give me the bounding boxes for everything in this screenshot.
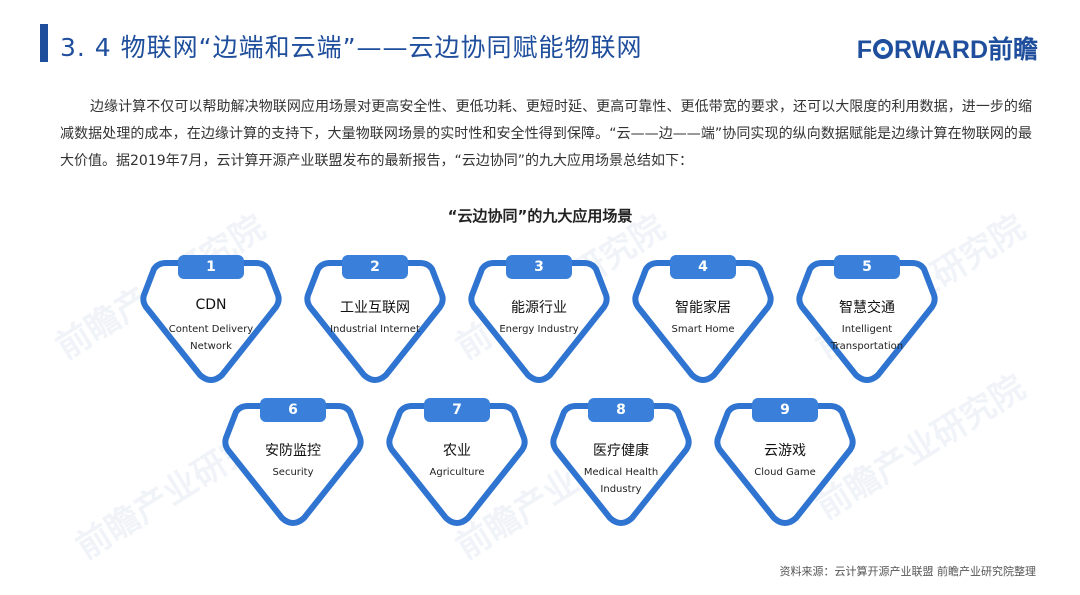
scenario-number: 8 [616,402,626,418]
scenario-name-en: Industrial Internet [330,324,420,335]
scenario-number: 2 [370,259,380,275]
scenario-name-en: Energy Industry [499,324,579,335]
scenario-name-cn: 智慧交通 [839,300,895,316]
scenario-number: 4 [698,259,708,275]
scenario-name-cn: 农业 [443,443,471,459]
scenario-number: 3 [534,259,544,275]
scenario-name-en: Intelligent Transportation [830,324,904,352]
scenario-card: 9 云游戏 Cloud Game [712,398,858,526]
scenario-number: 1 [206,259,216,275]
card-number-tab [506,255,572,279]
card-shape [468,255,610,383]
scenario-name-en: Cloud Game [754,467,816,478]
scenario-name-en: Smart Home [671,324,735,335]
card-number-tab [342,255,408,279]
card-border [304,260,446,383]
card-number-tab [670,255,736,279]
title-accent-bar [40,24,48,62]
logo-suffix: RWARD前瞻 [894,36,1038,64]
card-border [796,260,938,383]
card-border [140,260,282,383]
scenario-card: 6 安防监控 Security [220,398,366,526]
card-border [386,403,528,526]
scenario-name-cn: CDN [195,297,227,313]
card-number-tab [424,398,490,422]
scenario-name-cn: 医疗健康 [593,443,649,459]
logo-prefix: F [856,36,873,64]
scenario-name-en: Agriculture [429,467,485,478]
card-shape [714,398,856,526]
scenario-card: 4 智能家居 Smart Home [630,255,776,383]
card-shape [222,398,364,526]
intro-paragraph: 边缘计算不仅可以帮助解决物联网应用场景对更高安全性、更低功耗、更短时延、更高可靠… [60,99,1032,169]
scenario-card: 5 智慧交通 Intelligent Transportation [794,255,940,383]
card-number-tab [834,255,900,279]
scenario-name-cn: 云游戏 [764,443,806,459]
scenario-number: 6 [288,402,298,418]
card-number-tab [178,255,244,279]
card-border [550,403,692,526]
card-shape [796,255,938,383]
scenario-card: 2 工业互联网 Industrial Internet [302,255,448,383]
card-border [632,260,774,383]
card-border [222,403,364,526]
scenario-name-en: Medical Health Industry [583,467,659,495]
card-number-tab [752,398,818,422]
card-number-tab [260,398,326,422]
scenario-number: 7 [452,402,462,418]
scenario-name-cn: 工业互联网 [340,300,410,316]
card-shape [140,255,282,383]
card-border [714,403,856,526]
scenario-name-cn: 智能家居 [675,300,731,316]
scenario-number: 5 [862,259,872,275]
card-shape [550,398,692,526]
card-border [468,260,610,383]
scenario-card: 8 医疗健康 Medical Health Industry [548,398,694,526]
scenario-number: 9 [780,402,790,418]
source-note: 资料来源：云计算开源产业联盟 前瞻产业研究院整理 [779,565,1037,578]
section-subtitle: “云边协同”的九大应用场景 [447,207,633,225]
forward-logo: F RWARD前瞻 [857,30,1038,66]
card-number-tab [588,398,654,422]
scenario-card: 3 能源行业 Energy Industry [466,255,612,383]
card-shape [632,255,774,383]
scenario-name-en: Security [272,467,314,478]
card-shape [386,398,528,526]
page-title: 3. 4 物联网“边端和云端”——云边协同赋能物联网 [60,33,643,62]
scenario-name-cn: 安防监控 [265,443,321,459]
scenario-name-cn: 能源行业 [511,300,567,316]
scenario-name-en: Content Delivery Network [168,324,254,352]
card-shape [304,255,446,383]
scenario-card: 7 农业 Agriculture [384,398,530,526]
logo-o-icon [873,39,894,59]
